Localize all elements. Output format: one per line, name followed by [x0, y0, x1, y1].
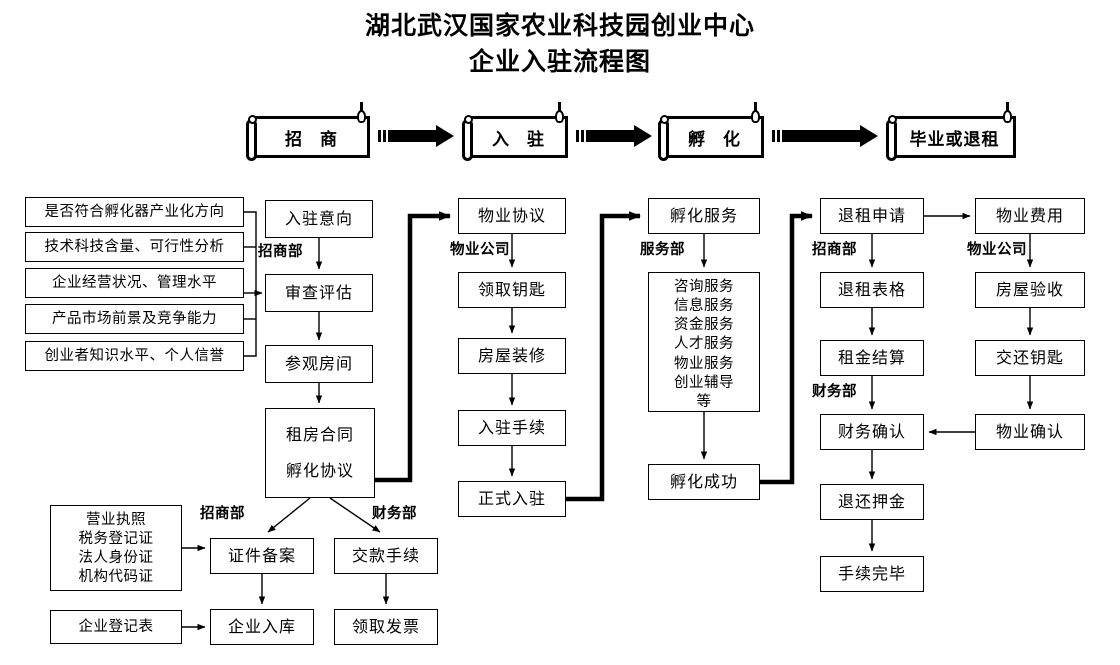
dept-label-service: 服务部 — [640, 242, 685, 258]
node-house-inspection[interactable]: 房屋验收 — [975, 272, 1085, 308]
criteria-item-2[interactable]: 技术科技含量、可行性分析 — [25, 232, 244, 262]
node-intent[interactable]: 入驻意向 — [265, 200, 373, 238]
arrow-head-icon — [634, 125, 652, 147]
node-lease-contract[interactable]: 租房合同 孵化协议 — [265, 408, 375, 498]
banner-knob-left-icon — [888, 115, 897, 124]
banner-left-bar — [658, 119, 669, 161]
node-movein-procedures[interactable]: 入驻手续 — [458, 410, 566, 446]
banner-stick — [1006, 102, 1009, 114]
banner-knob-right-icon — [1003, 110, 1012, 123]
node-return-keys[interactable]: 交还钥匙 — [975, 340, 1085, 376]
title-line-2: 企业入驻流程图 — [468, 47, 651, 77]
dept-label-finance-bottom: 财务部 — [372, 506, 417, 522]
stage-banner-label: 入 驻 — [468, 116, 568, 158]
service-item: 人才服务 — [674, 336, 734, 353]
banner-knob-left-icon — [248, 115, 257, 124]
node-get-invoice[interactable]: 领取发票 — [334, 609, 438, 645]
dept-label-recruit-exit: 招商部 — [812, 242, 857, 258]
arrow-tick — [378, 130, 381, 142]
banner-left-bar — [246, 119, 257, 161]
stage-arrow-3 — [772, 125, 878, 147]
node-review[interactable]: 审查评估 — [265, 274, 373, 312]
banner-stick — [754, 102, 757, 114]
node-document-filing[interactable]: 证件备案 — [210, 538, 314, 574]
stage-banner-label: 招 商 — [252, 116, 370, 158]
page-title: 湖北武汉国家农业科技园创业中心 企业入驻流程图 — [0, 0, 1120, 81]
stage-banner-label: 毕业或退租 — [892, 116, 1016, 158]
banner-knob-right-icon — [751, 110, 760, 123]
criteria-item-1[interactable]: 是否符合孵化器产业化方向 — [25, 197, 244, 227]
arrow-shaft — [388, 130, 436, 142]
document-item: 税务登记证 — [78, 531, 154, 548]
document-item: 机构代码证 — [78, 569, 154, 586]
criteria-item-3[interactable]: 企业经营状况、管理水平 — [25, 268, 244, 298]
banner-knob-left-icon — [464, 115, 473, 124]
node-required-documents[interactable]: 营业执照 税务登记证 法人身份证 机构代码证 — [50, 505, 182, 591]
arrow-head-icon — [860, 125, 878, 147]
stage-banner-recruit[interactable]: 招 商 — [242, 102, 370, 162]
banner-stick — [558, 102, 561, 114]
service-item: 物业服务 — [674, 355, 734, 372]
banner-left-bar — [462, 119, 473, 161]
node-property-agreement[interactable]: 物业协议 — [458, 198, 566, 234]
service-item: 等 — [696, 393, 712, 410]
node-procedures-complete[interactable]: 手续完毕 — [820, 556, 924, 592]
dept-label-property-company-2: 物业公司 — [967, 242, 1027, 258]
stage-arrow-2 — [576, 125, 652, 147]
node-official-movein[interactable]: 正式入驻 — [458, 481, 566, 517]
banner-knob-left-icon — [660, 115, 669, 124]
service-item: 信息服务 — [674, 298, 734, 315]
node-incubation-success[interactable]: 孵化成功 — [648, 464, 760, 500]
node-get-keys[interactable]: 领取钥匙 — [458, 272, 566, 308]
stage-banner-movein[interactable]: 入 驻 — [458, 102, 568, 162]
node-payment-procedures[interactable]: 交款手续 — [334, 538, 438, 574]
criteria-item-4[interactable]: 产品市场前景及竞争能力 — [25, 304, 244, 334]
stage-banner-label: 孵 化 — [664, 116, 764, 158]
arrow-tick — [772, 130, 775, 142]
arrow-shaft — [782, 130, 860, 142]
node-incubation-service[interactable]: 孵化服务 — [648, 198, 760, 234]
node-finance-confirm[interactable]: 财务确认 — [820, 414, 924, 450]
node-lease-contract-line1: 租房合同 — [285, 425, 354, 444]
arrow-tick — [383, 130, 386, 142]
document-item: 营业执照 — [86, 512, 146, 528]
title-line-1: 湖北武汉国家农业科技园创业中心 — [364, 11, 755, 40]
service-item: 咨询服务 — [674, 279, 734, 295]
dept-label-property-company-1: 物业公司 — [450, 242, 510, 258]
node-deposit-refund[interactable]: 退还押金 — [820, 484, 924, 520]
stage-banner-graduate[interactable]: 毕业或退租 — [882, 102, 1016, 162]
node-exit-form[interactable]: 退租表格 — [820, 272, 924, 308]
arrow-tick — [581, 130, 584, 142]
node-property-confirm[interactable]: 物业确认 — [975, 414, 1085, 450]
service-item: 创业辅导 — [674, 374, 734, 391]
node-rent-settlement[interactable]: 租金结算 — [820, 340, 924, 376]
arrow-shaft — [586, 130, 634, 142]
banner-stick — [360, 102, 363, 114]
document-item: 法人身份证 — [78, 550, 154, 567]
node-property-fee[interactable]: 物业费用 — [975, 198, 1085, 234]
node-renovation[interactable]: 房屋装修 — [458, 338, 566, 374]
node-registration-form[interactable]: 企业登记表 — [50, 610, 182, 644]
stage-banner-incubate[interactable]: 孵 化 — [654, 102, 764, 162]
criteria-item-5[interactable]: 创业者知识水平、个人信誉 — [25, 341, 244, 371]
arrow-head-icon — [436, 125, 454, 147]
node-lease-contract-line2: 孵化协议 — [285, 461, 354, 480]
node-exit-application[interactable]: 退租申请 — [820, 198, 924, 234]
service-item: 资金服务 — [674, 317, 734, 334]
dept-label-finance-exit: 财务部 — [812, 384, 857, 400]
banner-knob-right-icon — [357, 110, 366, 123]
arrow-tick — [777, 130, 780, 142]
banner-knob-right-icon — [555, 110, 564, 123]
node-visit-room[interactable]: 参观房间 — [265, 345, 373, 383]
node-service-list[interactable]: 咨询服务 信息服务 资金服务 人才服务 物业服务 创业辅导 等 — [648, 272, 760, 412]
stage-arrow-1 — [378, 125, 454, 147]
banner-left-bar — [886, 119, 897, 161]
dept-label-recruit-bottom: 招商部 — [200, 506, 245, 522]
arrow-tick — [576, 130, 579, 142]
node-enterprise-database[interactable]: 企业入库 — [210, 609, 314, 645]
dept-label-recruit-top: 招商部 — [258, 244, 303, 260]
